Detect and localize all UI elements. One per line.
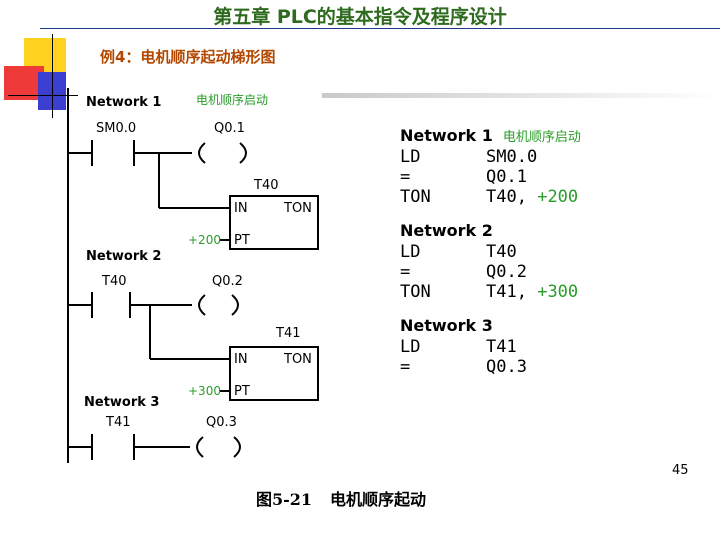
stl-network-3: Network 3 LD T41 = Q0.3: [400, 316, 700, 377]
decor-red-square: [4, 66, 44, 100]
stl-arg: Q0.1: [486, 167, 527, 187]
stl-preset: +300: [537, 282, 579, 302]
stl-network-3-title: Network 3: [400, 316, 493, 335]
coil-q03-label: Q0.3: [206, 415, 237, 430]
figure-number: 图5-21: [256, 490, 313, 509]
stl-row: LD T40: [400, 242, 700, 262]
timer-t41-box: [229, 346, 319, 401]
coil-q01-right: [239, 142, 247, 164]
stl-op: LD: [400, 337, 421, 357]
stl-arg: T40, +200: [486, 187, 579, 207]
stl-row: LD SM0.0: [400, 147, 700, 167]
example-subtitle: 例4：电机顺序起动梯形图: [100, 48, 276, 66]
stl-op: LD: [400, 147, 421, 167]
stl-op: TON: [400, 187, 431, 207]
network-1-rung: [68, 140, 247, 241]
gray-separator-bar: [322, 93, 720, 98]
stl-op: TON: [400, 282, 431, 302]
stl-arg: T41, +300: [486, 282, 579, 302]
stl-arg: Q0.3: [486, 357, 527, 377]
stl-op: LD: [400, 242, 421, 262]
stl-arg: T40: [486, 242, 517, 262]
ladder-network-1-comment: 电机顺序启动: [196, 92, 268, 107]
stl-network-1: Network 1 电机顺序启动 LD SM0.0 = Q0.1 TON T40, +…: [400, 126, 700, 207]
stl-row: = Q0.3: [400, 357, 700, 377]
coil-q02-right: [231, 294, 239, 316]
ladder-network-2-title: Network 2: [86, 249, 161, 264]
timer-t41-type: TON: [283, 352, 312, 367]
coil-q01-label: Q0.1: [214, 121, 245, 136]
stl-row: = Q0.2: [400, 262, 700, 282]
ladder-network-1-title: Network 1: [86, 95, 161, 110]
coil-q02-label: Q0.2: [212, 274, 243, 289]
timer-t40-label: T40: [253, 178, 278, 193]
stl-row: TON T40, +200: [400, 187, 700, 207]
title-divider: [40, 28, 720, 29]
network-2-rung: [68, 292, 239, 392]
contact-sm00-label: SM0.0: [96, 121, 136, 136]
timer-t40-in: IN: [234, 201, 248, 216]
coil-q03-left: [196, 436, 204, 458]
timer-t41-label: T41: [275, 326, 300, 341]
coil-q01-left: [198, 142, 206, 164]
stl-network-1-title: Network 1: [400, 126, 493, 145]
ladder-network-3-title: Network 3: [84, 395, 159, 410]
decor-vertical-line: [52, 34, 53, 118]
stl-row: LD T41: [400, 337, 700, 357]
stl-op: =: [400, 357, 411, 377]
figure-caption: 图5-21 电机顺序起动: [256, 486, 444, 510]
statement-list: Network 1 电机顺序启动 LD SM0.0 = Q0.1 TON T40, +…: [400, 126, 700, 391]
stl-arg: SM0.0: [486, 147, 538, 167]
timer-t40-preset: +200: [188, 233, 221, 247]
timer-t40-type: TON: [283, 201, 312, 216]
coil-q02-left: [198, 294, 206, 316]
stl-row: TON T41, +300: [400, 282, 700, 302]
stl-arg: T41: [486, 337, 517, 357]
stl-arg: Q0.2: [486, 262, 527, 282]
page-number: 45: [672, 463, 689, 478]
coil-q03-right: [233, 436, 241, 458]
stl-preset: +200: [537, 187, 579, 207]
stl-network-2: Network 2 LD T40 = Q0.2 TON T41, +300: [400, 221, 700, 302]
stl-network-1-comment: 电机顺序启动: [502, 130, 581, 145]
stl-row: = Q0.1: [400, 167, 700, 187]
stl-network-2-title: Network 2: [400, 221, 493, 240]
timer-t41-in: IN: [234, 352, 248, 367]
timer-t40-box: [229, 195, 319, 250]
decor-horizontal-line: [8, 95, 78, 96]
timer-t41-pt: PT: [234, 384, 250, 399]
timer-t40-pt: PT: [234, 233, 250, 248]
stl-op: =: [400, 262, 411, 282]
figure-title: 电机顺序起动: [330, 490, 427, 509]
timer-t41-preset: +300: [188, 384, 221, 398]
network-3-rung: [68, 434, 241, 460]
contact-t41-label: T41: [105, 415, 130, 430]
slide-title: 第五章 PLC的基本指令及程序设计: [213, 6, 507, 28]
stl-op: =: [400, 167, 411, 187]
contact-t40-label: T40: [101, 274, 126, 289]
